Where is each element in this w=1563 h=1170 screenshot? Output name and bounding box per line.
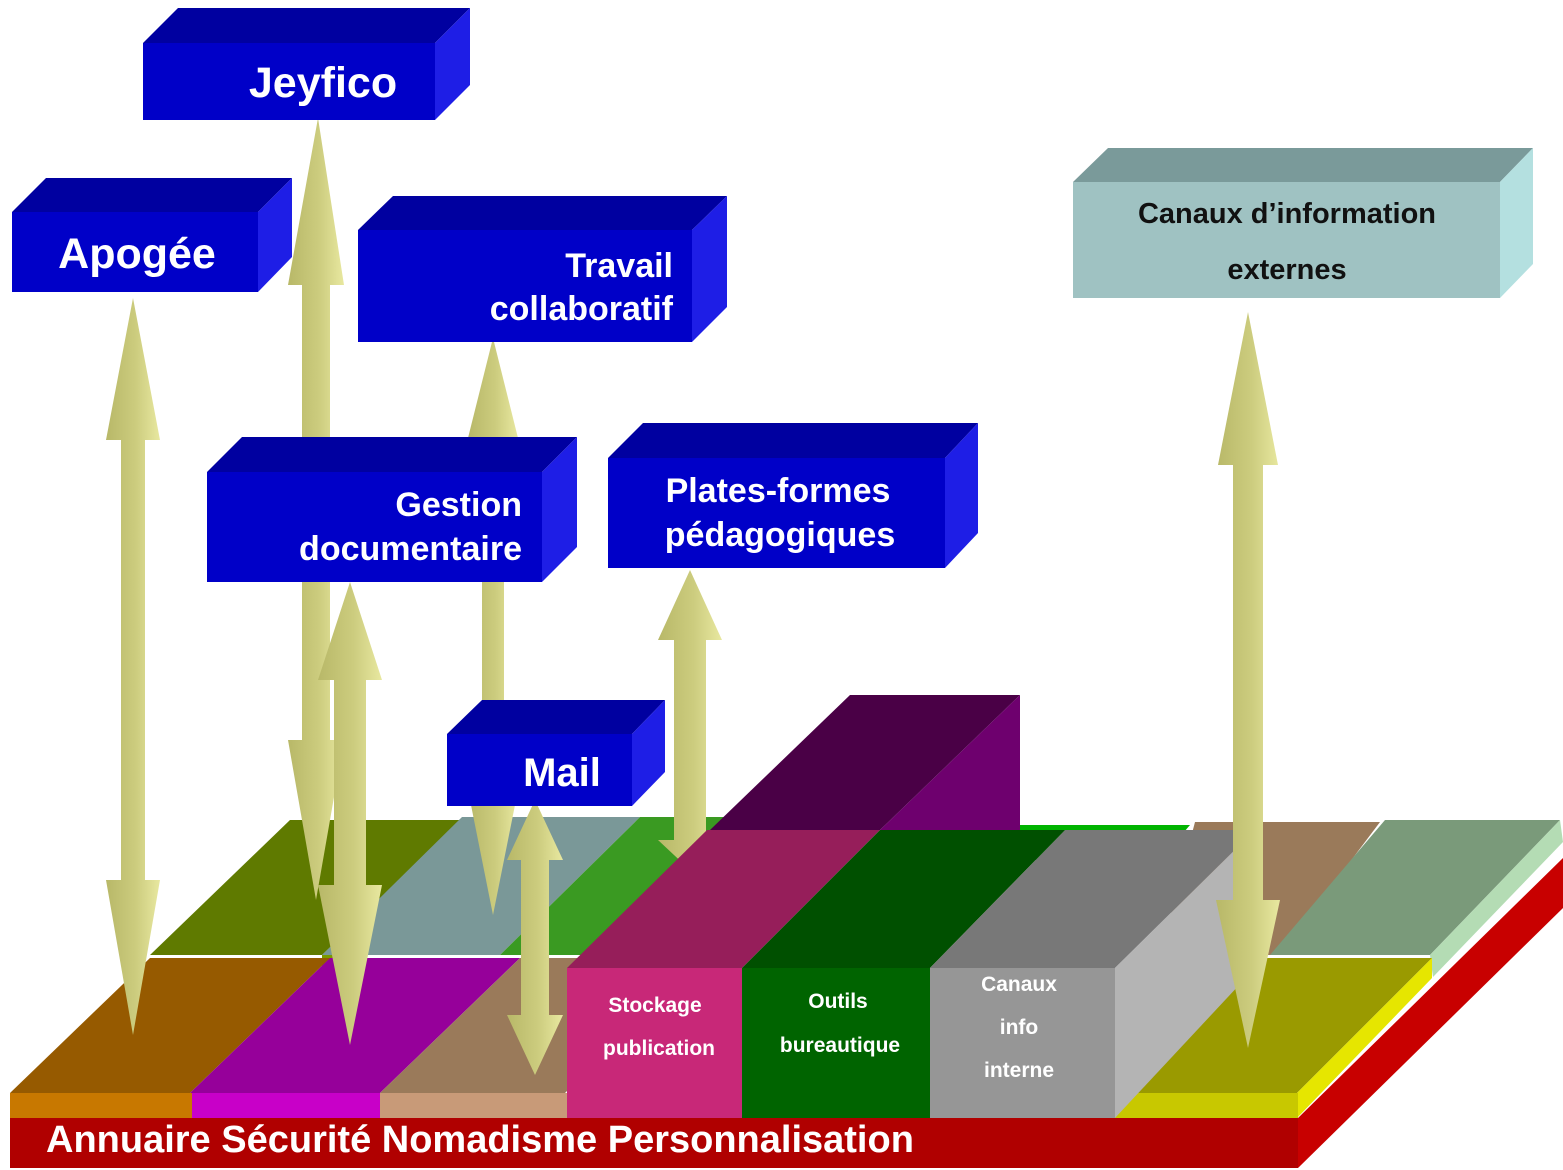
block-stockage: Stockage publication — [567, 830, 880, 1118]
base-front — [10, 1118, 1298, 1168]
tile-front-purple — [190, 958, 520, 1093]
module-plates-line2: pédagogiques — [665, 516, 895, 554]
module-jeyfico-label: Jeyfico — [249, 59, 397, 107]
tile-front-brown — [10, 958, 330, 1093]
base-right-side — [1298, 858, 1563, 1168]
tile-front-brown-face — [10, 1093, 192, 1118]
base-label: Annuaire Sécurité Nomadisme Personnalisa… — [46, 1119, 914, 1161]
tile-front-olive-side — [1297, 958, 1432, 1118]
block-canaux-interne-line2: info — [1000, 1016, 1038, 1039]
tile-front-tan-face — [380, 1093, 567, 1118]
arrow-apogee — [106, 298, 160, 1035]
module-apogee-label: Apogée — [58, 230, 216, 278]
tile-back-grey — [322, 817, 640, 955]
tile-back-sage — [1270, 820, 1560, 955]
block-stockage-line1: Stockage — [608, 994, 701, 1017]
tile-back-olive — [150, 820, 462, 955]
module-travail-line2: collaboratif — [490, 290, 674, 328]
module-mail: Mail — [447, 700, 665, 806]
module-mail-label: Mail — [523, 751, 601, 795]
module-gestion-line1: Gestion — [395, 486, 522, 524]
block-stockage-line2: publication — [603, 1037, 715, 1060]
block-canaux-interne-line1: Canaux — [981, 973, 1057, 996]
arrow-travail — [468, 338, 518, 915]
arrow-canaux-externes — [1216, 312, 1280, 1048]
block-canaux-interne-line3: interne — [984, 1059, 1054, 1082]
module-canaux-externes-line1: Canaux d’information — [1138, 198, 1436, 230]
module-travail-line1: Travail — [565, 247, 673, 285]
module-jeyfico: Jeyfico — [143, 8, 470, 120]
block-outils-line1: Outils — [808, 990, 868, 1013]
module-apogee: Apogée — [12, 178, 292, 292]
arrow-mail — [507, 800, 563, 1075]
module-gestion-line2: documentaire — [299, 530, 522, 568]
back-purple-block — [710, 695, 1020, 830]
tile-front-olive — [1115, 958, 1432, 1093]
module-travail: Travail collaboratif — [358, 196, 727, 342]
block-outils-line2: bureautique — [780, 1034, 900, 1057]
block-outils: Outils bureautique — [742, 830, 1065, 1118]
module-gestion: Gestion documentaire — [207, 437, 577, 582]
tile-front-purple-face — [192, 1093, 380, 1118]
module-canaux-externes: Canaux d’information externes — [1073, 148, 1533, 298]
module-plates-formes: Plates-formes pédagogiques — [608, 423, 978, 568]
arrow-plates — [658, 570, 722, 870]
module-canaux-externes-line2: externes — [1227, 254, 1346, 286]
tile-front-olive-face — [1115, 1093, 1298, 1118]
module-plates-line1: Plates-formes — [666, 472, 891, 510]
tile-back-sage-side — [1430, 820, 1563, 977]
arrow-gestion — [318, 582, 382, 1045]
